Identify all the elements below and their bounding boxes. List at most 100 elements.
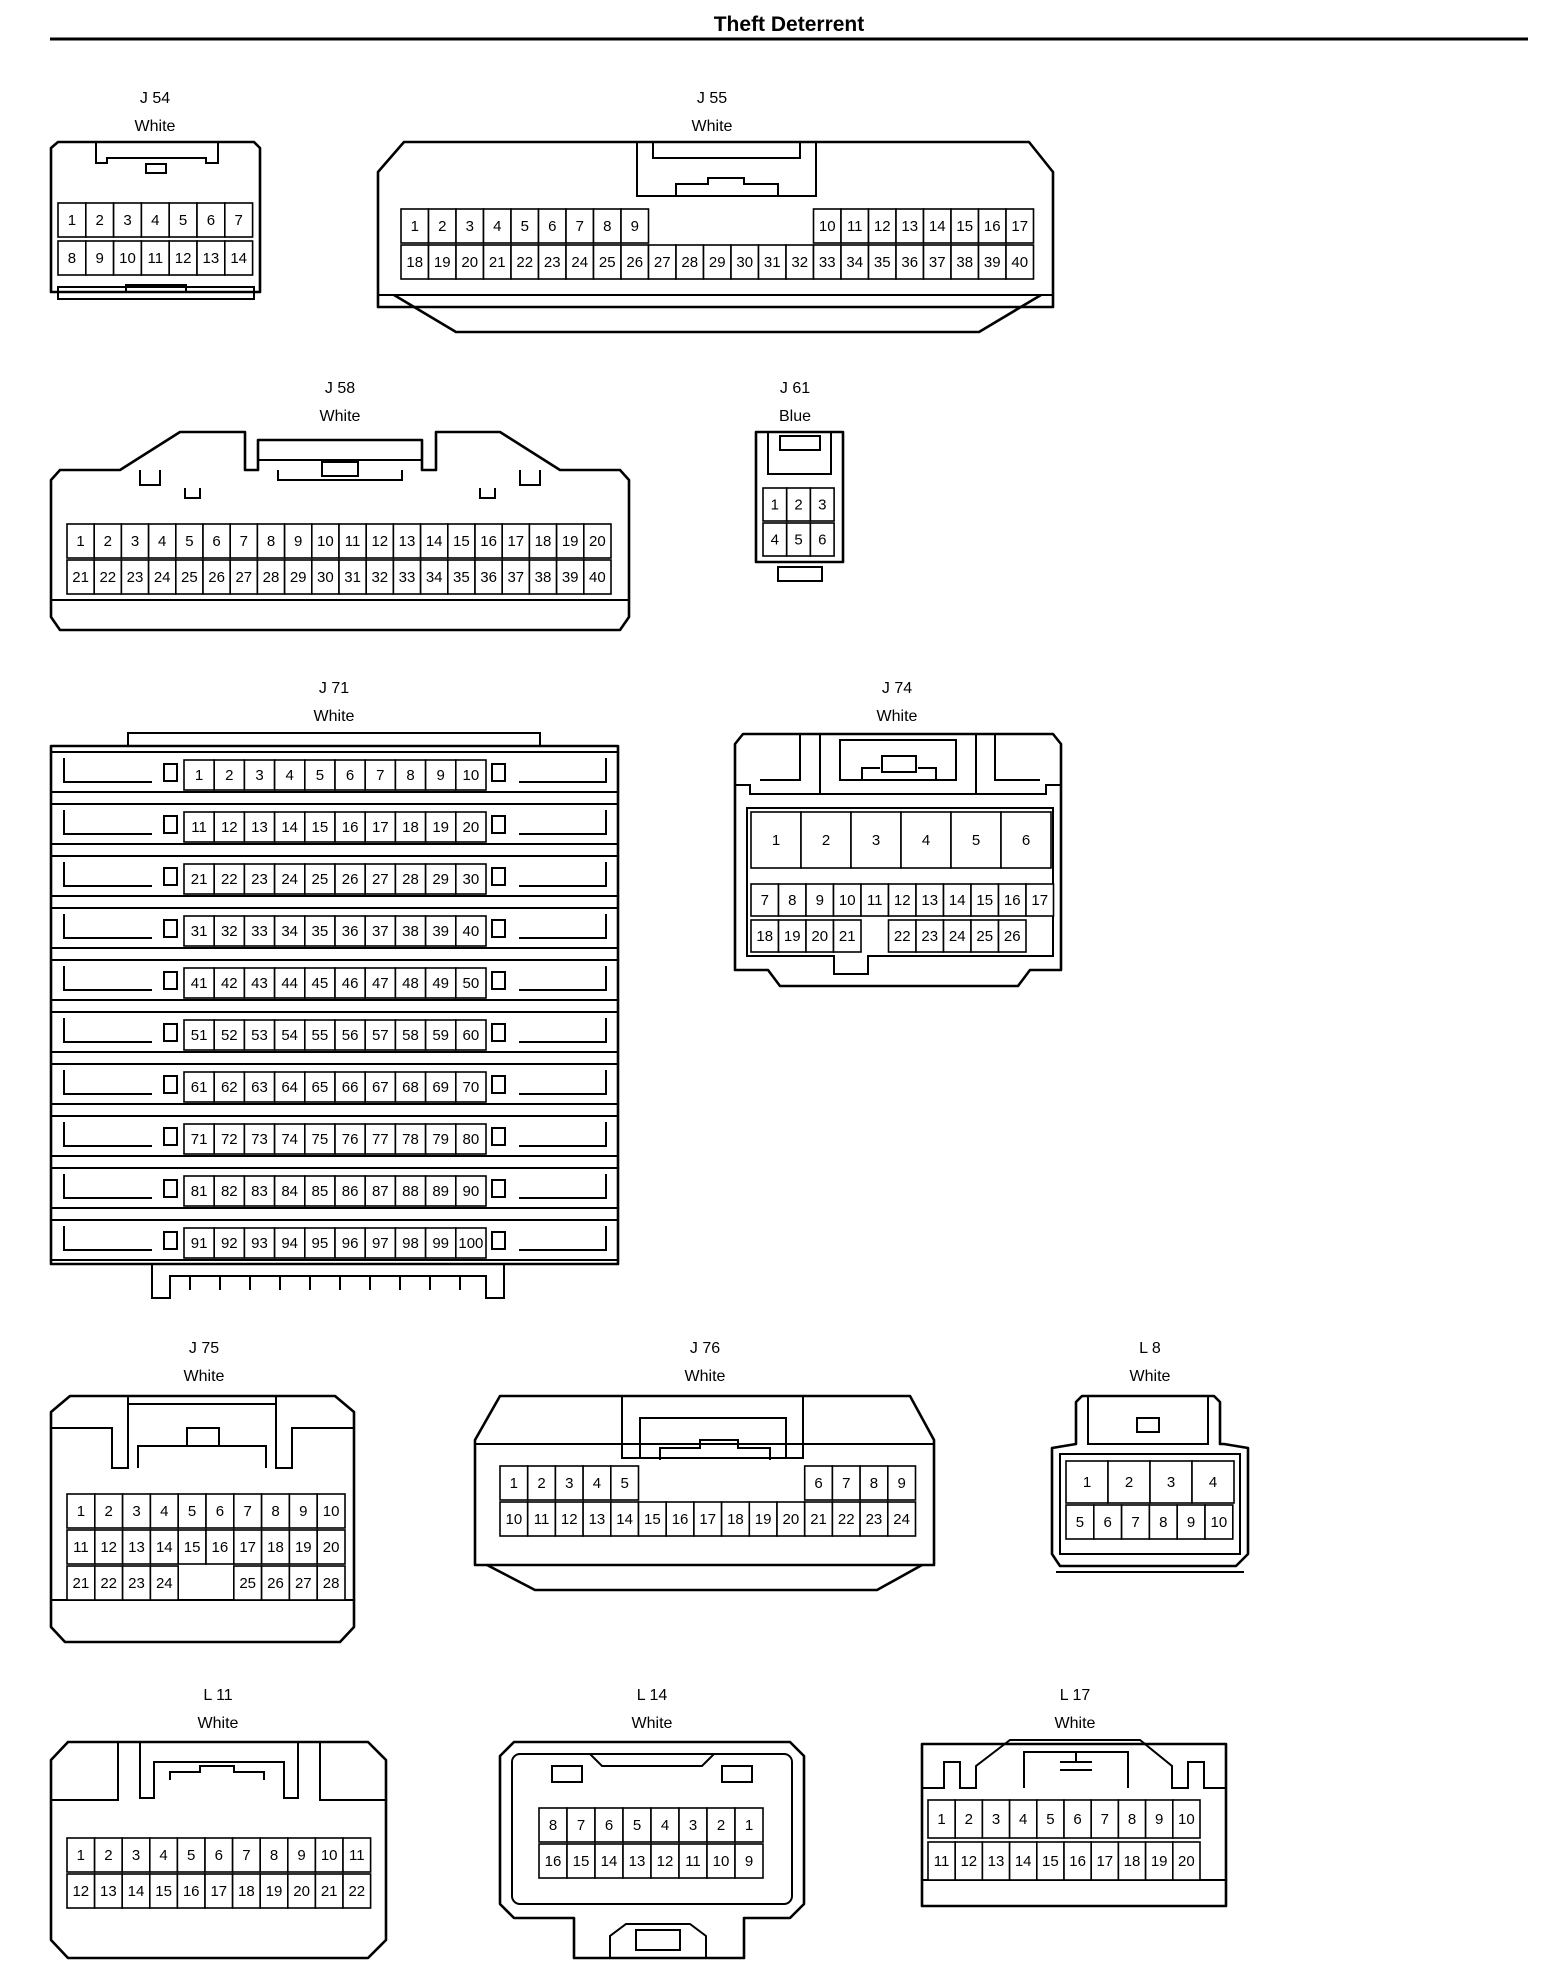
pin-cell: [394, 1071, 427, 1103]
pin-number: 33: [399, 569, 416, 586]
pin-number: 20: [589, 533, 606, 550]
pin-cell: [454, 1227, 487, 1259]
pin-number: 3: [565, 1475, 573, 1492]
pin-number: 18: [727, 1511, 744, 1528]
pin-cell: [334, 967, 367, 999]
pin-cell: [950, 811, 1002, 869]
pin-number: 69: [432, 1079, 449, 1096]
pin-cell: [121, 1493, 152, 1529]
pin-number: 9: [745, 1853, 753, 1870]
pin-number: 3: [1167, 1474, 1175, 1491]
pin-number: 10: [713, 1853, 730, 1870]
pin-number: 3: [132, 1847, 140, 1864]
slat-outline: [51, 959, 619, 1001]
pin-number: 20: [811, 928, 828, 945]
pin-number: 20: [293, 1883, 310, 1900]
pin-number: 19: [755, 1511, 772, 1528]
pin-number: 3: [123, 212, 131, 229]
slat-latch: [163, 1075, 178, 1094]
pin-cell: [121, 1837, 151, 1873]
pin-cell: [149, 1493, 179, 1529]
pin-number: 10: [463, 767, 480, 784]
slat-detail: [63, 758, 607, 783]
pin-number: 18: [756, 928, 773, 945]
pin-cell: [566, 1807, 596, 1843]
pin-number: 62: [221, 1079, 238, 1096]
pin-number: 24: [154, 569, 171, 586]
pin-cell: [273, 1175, 306, 1207]
pin-number: 1: [1083, 1474, 1091, 1491]
pin-cell: [1036, 1799, 1065, 1839]
pin-cell: [364, 759, 397, 791]
pin-number: 41: [191, 975, 208, 992]
pin-number: 1: [77, 1847, 85, 1864]
slat-detail: [63, 914, 607, 939]
pin-number: 15: [453, 533, 470, 550]
pin-number: 19: [434, 254, 451, 271]
pin-number: 34: [846, 254, 863, 271]
pin-number: 39: [432, 923, 449, 940]
pin-number: 6: [215, 1847, 223, 1864]
pin-number: 88: [402, 1183, 419, 1200]
pin-cell: [800, 811, 852, 869]
pin-number: 17: [372, 819, 389, 836]
pin-number: 18: [535, 533, 552, 550]
pin-number: 33: [251, 923, 268, 940]
pin-number: 5: [179, 212, 187, 229]
pin-cell: [1176, 1504, 1206, 1540]
pin-number: 15: [956, 218, 973, 235]
pin-number: 36: [901, 254, 918, 271]
pin-cell: [734, 1843, 764, 1879]
pin-number: 8: [267, 533, 275, 550]
pin-cell: [620, 244, 650, 280]
pin-cell: [175, 559, 204, 595]
pin-number: 4: [1209, 1474, 1217, 1491]
pin-number: 40: [1011, 254, 1028, 271]
pin-number: 64: [281, 1079, 298, 1096]
pin-cell: [832, 919, 862, 953]
slat-detail: [63, 1226, 607, 1251]
pin-cell: [364, 1019, 397, 1051]
pin-number: 10: [839, 892, 856, 909]
pin-cell: [582, 1501, 612, 1537]
pin-number: 25: [239, 1575, 256, 1592]
pin-cell: [273, 915, 306, 947]
pin-cell: [777, 919, 807, 953]
slat-latch: [163, 1179, 178, 1198]
pin-cell: [1065, 1460, 1109, 1504]
pin-cell: [273, 811, 306, 843]
pin-cell: [288, 1529, 318, 1565]
pin-cell: [177, 1493, 207, 1529]
pin-cell: [812, 244, 842, 280]
pin-number: 5: [620, 1475, 628, 1492]
pin-number: 27: [235, 569, 252, 586]
pin-number: 2: [104, 533, 112, 550]
pin-cell: [454, 967, 487, 999]
pin-cell: [183, 1123, 216, 1155]
pin-cell: [66, 1565, 96, 1601]
pin-number: 86: [342, 1183, 359, 1200]
pin-number: 89: [432, 1183, 449, 1200]
pin-cell: [942, 919, 972, 953]
pin-number: 1: [77, 1503, 85, 1520]
pin-number: 6: [207, 212, 215, 229]
pin-number: 5: [972, 832, 980, 849]
pin-cell: [94, 1565, 124, 1601]
pin-number: 13: [629, 1853, 646, 1870]
connector-j76-id: J 76: [690, 1340, 720, 1357]
pin-number: 17: [1031, 892, 1048, 909]
pin-cell: [750, 811, 802, 869]
pin-number: 16: [342, 819, 359, 836]
pin-number: 5: [794, 532, 802, 549]
pin-number: 93: [251, 1235, 268, 1252]
slat-latch: [163, 867, 178, 886]
connector-j74-id: J 74: [882, 680, 912, 697]
pin-cell: [454, 863, 487, 895]
pin-cell: [121, 1565, 152, 1601]
pin-number: 22: [100, 1575, 117, 1592]
pin-number: 26: [1004, 928, 1021, 945]
pin-number: 16: [672, 1511, 689, 1528]
